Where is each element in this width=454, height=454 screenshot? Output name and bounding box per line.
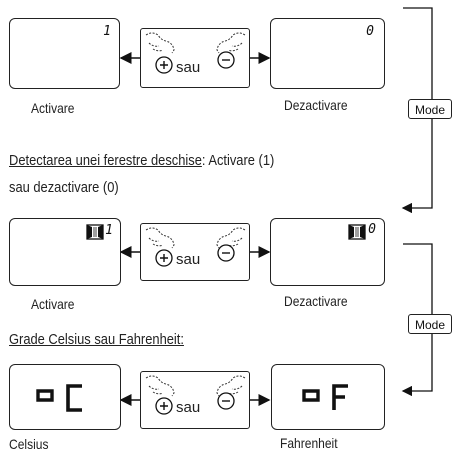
window-detection-heading-options: : Activare (1) <box>201 152 275 169</box>
mode-button[interactable]: Mode <box>408 99 452 119</box>
plus-minus-buttons-3: sau <box>140 371 250 429</box>
display-celsius <box>9 364 121 430</box>
hand-pressing-icon <box>145 32 246 74</box>
mode-button[interactable]: Mode <box>408 314 452 334</box>
window-detection-heading: Detectarea unei ferestre deschise: Activ… <box>9 152 274 169</box>
caption-deactivate: Dezactivare <box>284 293 348 309</box>
display-value: 0 <box>366 24 374 39</box>
caption-activate: Activare <box>31 296 75 312</box>
display-value: 1 <box>105 223 113 238</box>
window-detection-heading-line2: sau dezactivare (0) <box>9 179 119 196</box>
or-label: sau <box>176 59 201 76</box>
celsius-symbol-icon <box>36 384 82 412</box>
units-heading-text: Grade Celsius sau Fahrenheit: <box>9 331 184 348</box>
or-label: sau <box>176 251 201 268</box>
caption-fahrenheit: Fahrenheit <box>280 435 338 451</box>
plus-minus-buttons-2: sau <box>140 223 250 281</box>
units-heading: Grade Celsius sau Fahrenheit: <box>9 331 184 348</box>
display-activate-1: 1 <box>9 18 120 89</box>
display-deactivate-1: 0 <box>270 18 385 89</box>
plus-minus-buttons-1: sau <box>140 28 250 88</box>
or-label: sau <box>176 399 201 416</box>
hand-pressing-icon <box>145 227 246 267</box>
display-window-activate: 1 <box>9 218 121 286</box>
display-window-deactivate: 0 <box>270 218 385 286</box>
display-fahrenheit <box>271 364 385 430</box>
open-window-icon <box>86 224 104 240</box>
display-value: 1 <box>103 24 111 39</box>
caption-activate: Activare <box>31 100 75 116</box>
caption-deactivate: Dezactivare <box>284 97 348 113</box>
window-detection-heading-title: Detectarea unei ferestre deschise <box>9 152 202 169</box>
hand-pressing-icon <box>145 375 246 415</box>
display-value: 0 <box>368 222 376 237</box>
open-window-icon <box>348 224 366 240</box>
caption-celsius: Celsius <box>9 436 49 452</box>
fahrenheit-symbol-icon <box>302 384 348 410</box>
